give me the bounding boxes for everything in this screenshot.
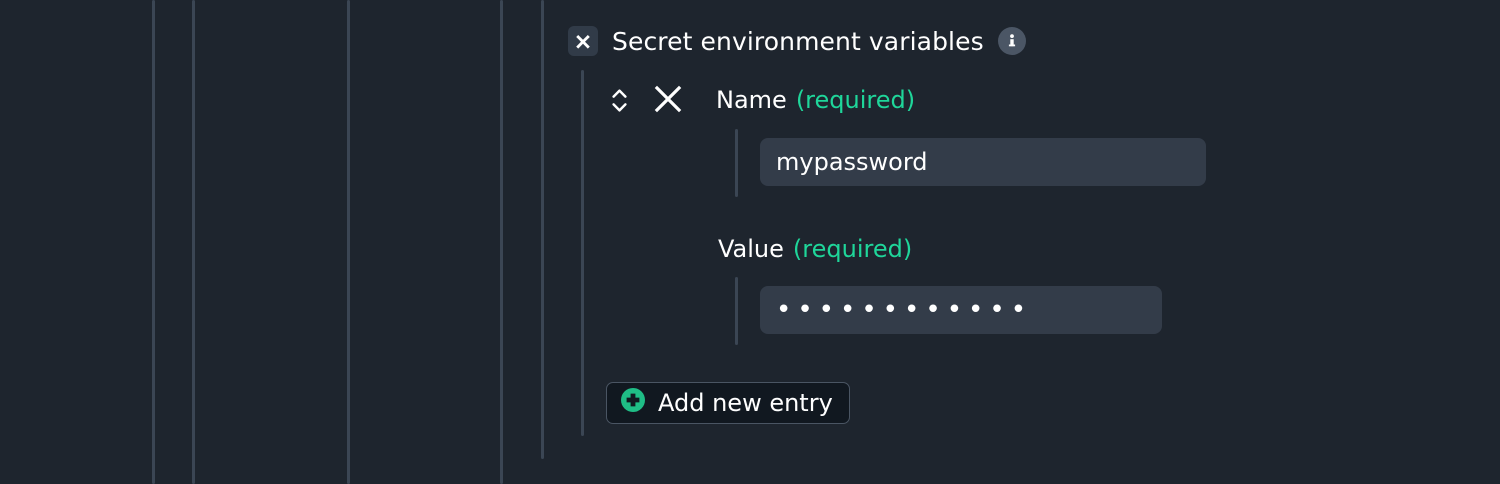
field-row-name: Name (required) xyxy=(606,80,915,120)
add-new-entry-button[interactable]: Add new entry xyxy=(606,382,850,424)
value-input[interactable] xyxy=(760,286,1162,334)
indent-guide-name-input xyxy=(735,129,738,197)
indent-guide-5 xyxy=(541,0,544,459)
field-row-value: Value (required) xyxy=(718,229,912,269)
required-badge-name: (required) xyxy=(795,86,916,114)
required-badge-value: (required) xyxy=(792,235,913,263)
indent-guide-value-input xyxy=(735,277,738,345)
indent-guide-3 xyxy=(347,0,350,484)
close-x-icon xyxy=(653,84,683,117)
field-label-value: Value xyxy=(718,235,784,263)
indent-guide-section xyxy=(581,70,584,436)
close-x-icon xyxy=(575,33,591,49)
indent-guide-1 xyxy=(152,0,155,484)
indent-guide-2 xyxy=(192,0,195,484)
remove-entry-button[interactable] xyxy=(648,80,688,120)
plus-circle-icon xyxy=(620,387,646,419)
info-icon[interactable] xyxy=(997,27,1026,55)
name-input[interactable] xyxy=(760,138,1206,186)
chevron-up-down-icon[interactable] xyxy=(606,80,632,120)
indent-guide-4 xyxy=(500,0,503,484)
page-title: Secret environment variables xyxy=(612,26,984,56)
section-header: Secret environment variables xyxy=(568,22,1026,60)
add-new-entry-label: Add new entry xyxy=(658,389,833,417)
close-x-icon-button[interactable] xyxy=(568,26,598,56)
field-label-name: Name xyxy=(716,86,787,114)
